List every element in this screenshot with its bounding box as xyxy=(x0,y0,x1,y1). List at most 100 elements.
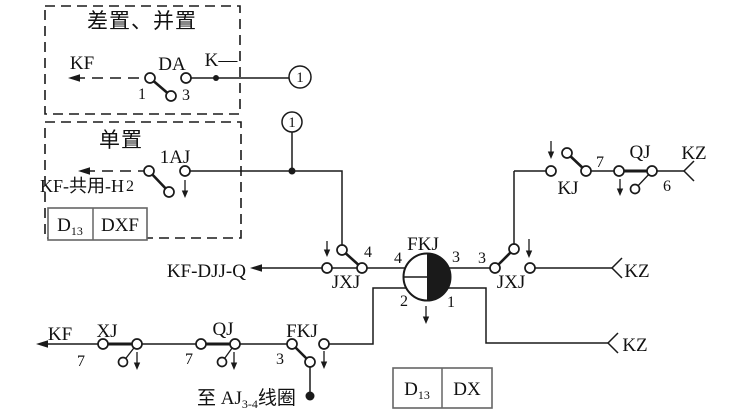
contact-circle xyxy=(143,165,155,177)
down-arrow xyxy=(547,151,555,159)
wire-fkj-t1-to-kz-bottom xyxy=(444,287,608,344)
label-kf-bottom: KF xyxy=(48,324,72,345)
connector-circle-1 xyxy=(288,65,312,89)
terminal-label-jxj-3: 3 xyxy=(478,250,486,267)
terminal-label-xj-7: 7 xyxy=(77,353,85,370)
relay-label-qj-top: QJ xyxy=(629,142,650,163)
wire-fkj-contact-to-t2 xyxy=(329,287,410,345)
wires xyxy=(42,77,684,393)
terminal-label-jxj-4: 4 xyxy=(364,244,372,261)
contact-circle xyxy=(165,90,177,102)
back-contact-circle xyxy=(117,356,129,368)
tag-dx: DX xyxy=(453,379,481,400)
group1-title: 差置、并置 xyxy=(87,9,197,33)
contact-circle xyxy=(163,186,175,198)
junction-dot xyxy=(288,167,296,175)
tag-box-dx xyxy=(392,367,493,409)
contact-circle xyxy=(524,262,536,274)
terminal-label-fkj-1: 1 xyxy=(447,294,455,311)
relay-label-fkj: FKJ xyxy=(407,234,439,255)
terminal-label-fkj-4: 4 xyxy=(394,250,402,267)
down-arrow xyxy=(230,362,238,370)
contact-circle xyxy=(321,262,333,274)
down-arrow xyxy=(133,362,141,370)
relay-label-kj: KJ xyxy=(557,178,578,199)
tag-box-dxf xyxy=(47,207,148,241)
contact-circle xyxy=(229,338,241,350)
terminal-label-fkj-3: 3 xyxy=(452,249,460,266)
label-kz-mid: KZ xyxy=(624,261,649,282)
label-kf-top: KF xyxy=(70,53,94,74)
kz-terminal-chevron xyxy=(610,257,623,279)
back-contact-circle xyxy=(629,183,641,195)
contact-circle xyxy=(580,165,592,177)
terminal-label-qj-7: 7 xyxy=(185,351,193,368)
terminal-label-qj-6: 6 xyxy=(663,178,671,195)
arrow-left xyxy=(68,74,80,82)
group2-title: 单置 xyxy=(99,128,143,152)
contact-circle xyxy=(180,72,192,84)
connector-number-2: 1 xyxy=(288,115,296,131)
group-box-differential-parallel xyxy=(44,5,241,115)
contact-circle xyxy=(304,356,316,368)
down-arrow xyxy=(422,316,430,324)
back-contact-circle xyxy=(216,356,228,368)
arrow-left xyxy=(36,340,48,348)
contact-circle xyxy=(508,243,520,255)
terminal-label-fkj-2: 2 xyxy=(400,293,408,310)
contact-circle xyxy=(646,165,658,177)
relay-label-fkj-contact: FKJ xyxy=(286,321,318,342)
left-arrows xyxy=(36,74,262,348)
label-kf-shared: KF-共用-H xyxy=(40,176,124,196)
wire-aj-to-jxj-left xyxy=(190,170,343,245)
kz-terminal-chevron xyxy=(682,160,695,182)
tag-d13-bottom: D13 xyxy=(404,379,430,402)
tag-d13: D13 xyxy=(57,215,83,238)
label-kz-bottom: KZ xyxy=(622,335,647,356)
contact-circle xyxy=(561,147,573,159)
terminal-label-aj-2: 2 xyxy=(126,178,134,195)
contact-circle xyxy=(545,165,557,177)
kz-terminal-chevron xyxy=(606,332,619,354)
contact-circle xyxy=(97,338,109,350)
down-arrow xyxy=(320,361,328,369)
relay-label-xj: XJ xyxy=(96,321,117,342)
fkj-relay-symbol xyxy=(402,252,452,302)
label-kf-djj-q: KF-DJJ-Q xyxy=(167,261,246,282)
contact-circle xyxy=(489,262,501,274)
relay-label-jxj-right: JXJ xyxy=(497,272,526,293)
down-arrow xyxy=(525,250,533,258)
relay-label-jxj-left: JXJ xyxy=(332,272,361,293)
label-kz-top: KZ xyxy=(681,143,706,164)
note-to-aj-coil: 至 AJ3-4线圈 xyxy=(197,387,296,411)
tag-dxf: DXF xyxy=(101,215,139,236)
contact-circle xyxy=(356,262,368,274)
contact-circle xyxy=(195,338,207,350)
contact-circles xyxy=(97,72,658,368)
terminal-label-kj-7: 7 xyxy=(596,154,604,171)
contact-circle xyxy=(144,72,156,84)
connector-number-1: 1 xyxy=(296,70,304,86)
arrow-left xyxy=(78,167,90,175)
relay-label-qj-bottom: QJ xyxy=(212,319,233,340)
down-arrow xyxy=(323,249,331,257)
junction-dot-k xyxy=(213,75,219,81)
contact-circle xyxy=(179,165,191,177)
terminal-label-da-3: 3 xyxy=(182,87,190,104)
relay-label-1aj: 1AJ xyxy=(160,147,191,168)
relay-circle-black-half xyxy=(427,253,451,301)
contact-circle xyxy=(336,244,348,256)
terminal-label-da-1: 1 xyxy=(138,86,146,103)
contact-circle xyxy=(286,338,298,350)
coil-terminal-dot xyxy=(305,391,315,401)
down-arrow xyxy=(616,188,624,196)
connector-circle-2 xyxy=(281,111,303,133)
label-k-tag: K— xyxy=(205,50,239,71)
contact-circle xyxy=(613,165,625,177)
contact-circle xyxy=(318,338,330,350)
terminal-label-fkj-contact-3: 3 xyxy=(276,351,284,368)
down-arrow xyxy=(181,190,189,198)
relay-label-da: DA xyxy=(158,54,186,75)
